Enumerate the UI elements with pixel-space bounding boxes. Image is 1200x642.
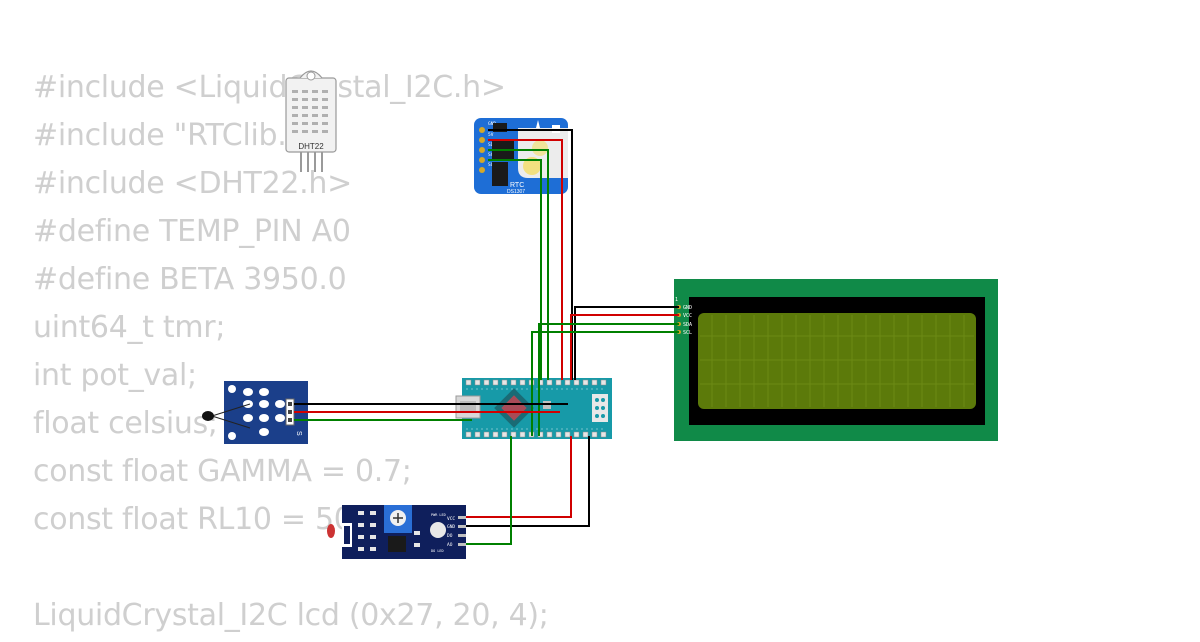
wire-lcd-scl [531, 331, 679, 436]
wire-ldr-ao [466, 436, 512, 545]
wire-lcd-gnd [574, 306, 679, 380]
rtc-chip-label: DS1307 [507, 189, 525, 195]
wires [294, 129, 679, 545]
wire-ldr-gnd [466, 436, 590, 527]
lcd-pin-label: GND [683, 305, 692, 311]
ntc-pin-label: S [295, 431, 302, 436]
arduino-nano[interactable] [455, 378, 612, 439]
wire-rtc-vcc [488, 139, 563, 380]
lcd-pin-label: SDA [683, 322, 692, 328]
ldr-led-label: DO LED [431, 549, 444, 553]
lcd-pin-index: 1 [675, 297, 678, 303]
code-line: const float GAMMA = 0.7; [33, 454, 412, 489]
code-line: #include <DHT22.h> [33, 166, 352, 201]
lcd-display[interactable]: 1 GND VCC SDA SCL [674, 279, 998, 441]
lcd-pin-label: VCC [683, 313, 692, 319]
wire-ldr-vcc [466, 436, 572, 518]
code-line: LiquidCrystal_I2C lcd (0x27, 20, 4); [33, 598, 549, 633]
ntc-temperature-sensor[interactable]: S [202, 381, 308, 444]
dht22-label: DHT22 [298, 142, 324, 151]
code-line: #define BETA 3950.0 [33, 262, 347, 297]
code-line: #define TEMP_PIN A0 [33, 214, 351, 249]
rtc-label: RTC [510, 182, 524, 189]
ldr-pin-label: DO [447, 533, 453, 539]
rtc-module[interactable]: GND 5V SDA SCL SQW RTC DS1307 [474, 118, 568, 195]
ldr-pin-label: AO [447, 542, 453, 548]
ldr-pin-label: GND [447, 524, 455, 530]
rtc-pin-label: 5V [488, 132, 494, 138]
rtc-pin-label: GND [488, 121, 496, 127]
wire-rtc-gnd [488, 129, 573, 380]
wire-rtc-sda [488, 149, 549, 380]
code-line: int pot_val; [33, 358, 197, 393]
ldr-pin-label: VCC [447, 516, 455, 522]
wire-lcd-sda [538, 323, 679, 436]
wire-lcd-vcc [570, 314, 679, 380]
code-line: uint64_t tmr; [33, 310, 226, 345]
ldr-light-sensor[interactable]: PWR LED DO LED VCC GND DO AO [327, 505, 466, 559]
wire-rtc-scl [488, 159, 542, 380]
dht22-sensor[interactable]: DHT22 [285, 70, 337, 172]
code-line: float celsius; [33, 406, 218, 441]
lcd-pin-label: SCL [683, 330, 692, 336]
code-line: #include <LiquidCrystal_I2C.h> [33, 70, 506, 105]
ldr-led-label: PWR LED [431, 513, 446, 517]
